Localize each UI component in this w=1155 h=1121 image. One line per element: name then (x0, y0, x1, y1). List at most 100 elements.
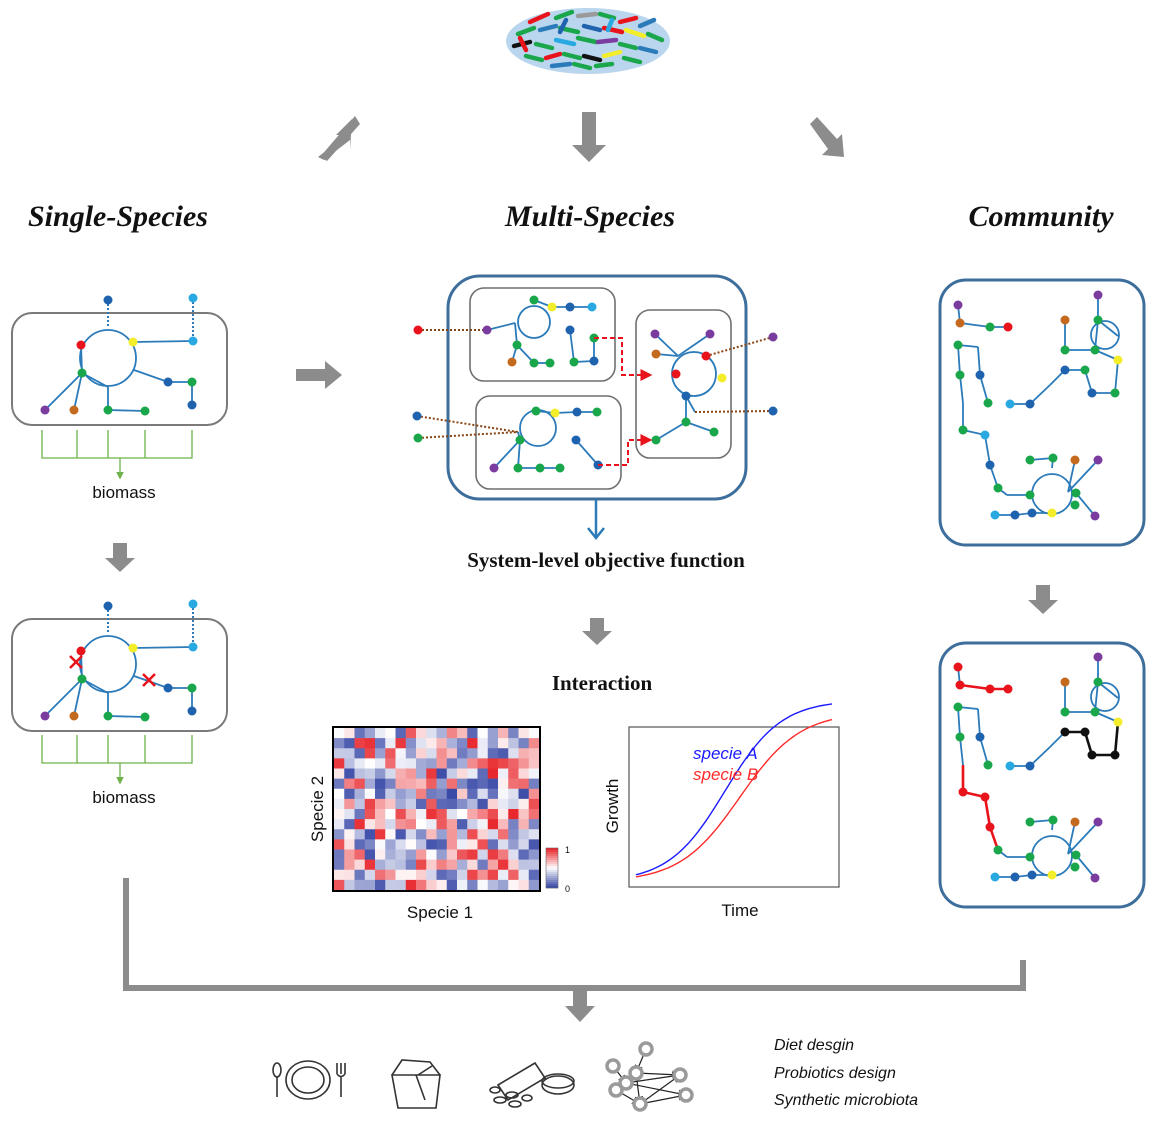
heatmap-cell (354, 748, 366, 759)
heatmap-cell (518, 748, 530, 759)
metabolite-node (953, 702, 963, 712)
metabolite-node (768, 406, 778, 416)
heatmap-cell (354, 738, 366, 749)
heatmap-cell (436, 738, 448, 749)
heatmap-cell (518, 788, 530, 800)
heatmap-cell (344, 758, 355, 769)
bacterium-rod (533, 41, 555, 51)
metabolite-node (955, 370, 965, 380)
heatmap-cell (446, 758, 458, 769)
heatmap-cell (508, 768, 519, 779)
heatmap-cell (498, 849, 509, 860)
bacterium-rod (543, 51, 563, 61)
heatmap-cell (467, 748, 478, 759)
heatmap-cell (446, 839, 458, 850)
heatmap-cell (344, 748, 355, 759)
metabolite-node (958, 787, 968, 797)
heatmap-cell (344, 869, 355, 881)
heatmap-cell (354, 859, 366, 871)
heatmap-cell (344, 798, 355, 810)
heatmap-cell (467, 758, 478, 769)
heatmap-cell (528, 728, 540, 739)
heatmap-cell (436, 849, 448, 860)
heatmap-cell (498, 728, 509, 739)
colorbar-swatch (546, 884, 558, 887)
bacterium-rod (601, 49, 623, 59)
network-edge (132, 340, 194, 343)
heatmap-cell (528, 829, 540, 840)
heatmap-cell (508, 748, 519, 759)
metabolite-node (1110, 750, 1120, 760)
network-edge (984, 434, 991, 466)
heatmap-cell (498, 788, 509, 800)
heatmap-cell (477, 879, 489, 891)
legend-specie-b: specie B (693, 765, 758, 784)
bacterium-rod (597, 11, 617, 21)
colorbar-swatch (546, 880, 558, 883)
network-edge (44, 372, 83, 411)
heatmap-cell (354, 728, 366, 739)
metabolite-node (512, 340, 522, 350)
heatmap-cell (457, 819, 468, 830)
heatmap-cell (467, 778, 478, 790)
metabolite-node (717, 373, 727, 383)
heatmap-cell (405, 879, 417, 891)
bacterium-rod (527, 11, 551, 25)
bacterium-rod (637, 45, 659, 55)
metabolite-node (1003, 684, 1013, 694)
heatmap-cell (385, 728, 396, 739)
bacterium-rod (549, 61, 573, 69)
exchange-flux-arrow (598, 434, 653, 466)
growth-xlabel: Time (721, 901, 758, 920)
colorbar-swatch (546, 848, 558, 851)
metabolite-node (1090, 707, 1100, 717)
heatmap-cell (477, 819, 489, 830)
heatmap-cell (364, 809, 376, 820)
metabolite-node (1090, 345, 1100, 355)
heatmap-cell (436, 819, 448, 830)
heatmap-cell (467, 768, 478, 779)
network-edge (1067, 459, 1099, 493)
heatmap-cell (508, 798, 519, 810)
multi-species-compartment (412, 274, 778, 501)
network-cycle (1031, 473, 1073, 515)
heatmap-cell (477, 728, 489, 739)
heatmap-cell (416, 768, 427, 779)
heatmap-cell (528, 869, 540, 881)
heatmap-cell (395, 829, 407, 840)
heatmap-cell (477, 809, 489, 820)
network-icon-edge (625, 1071, 681, 1084)
heatmap-cell (395, 728, 407, 739)
heatmap-cell (344, 809, 355, 820)
heatmap-cell (487, 798, 499, 810)
heatmap-cell (457, 839, 468, 850)
heatmap-cell (518, 728, 530, 739)
heatmap-cell (395, 798, 407, 810)
metabolite-node (1060, 345, 1070, 355)
metabolite-node (69, 405, 79, 415)
heatmap-cell (375, 748, 386, 759)
heatmap-cell (498, 758, 509, 769)
heatmap-cell (416, 879, 427, 891)
metabolite-node (76, 340, 86, 350)
bacterium-rod (561, 51, 583, 61)
yogurt-cup-icon (391, 1059, 441, 1109)
heatmap-cell (385, 768, 396, 779)
metabolite-node (412, 411, 422, 421)
metabolite-node (953, 340, 963, 350)
heatmap-cell (487, 869, 499, 881)
heatmap-cell (426, 809, 437, 820)
network-edge (1114, 359, 1119, 394)
heatmap-cell (416, 819, 427, 830)
heatmap-cell (467, 859, 478, 871)
heatmap-cell (528, 879, 540, 891)
metabolite-node (955, 732, 965, 742)
network-edge (1029, 746, 1051, 767)
heatmap-cell (344, 778, 355, 790)
metabolite-node (489, 463, 499, 473)
metabolite-node (163, 377, 173, 387)
colorbar-swatch (546, 850, 558, 853)
heatmap-cell (385, 748, 396, 759)
heatmap-cell (344, 829, 355, 840)
